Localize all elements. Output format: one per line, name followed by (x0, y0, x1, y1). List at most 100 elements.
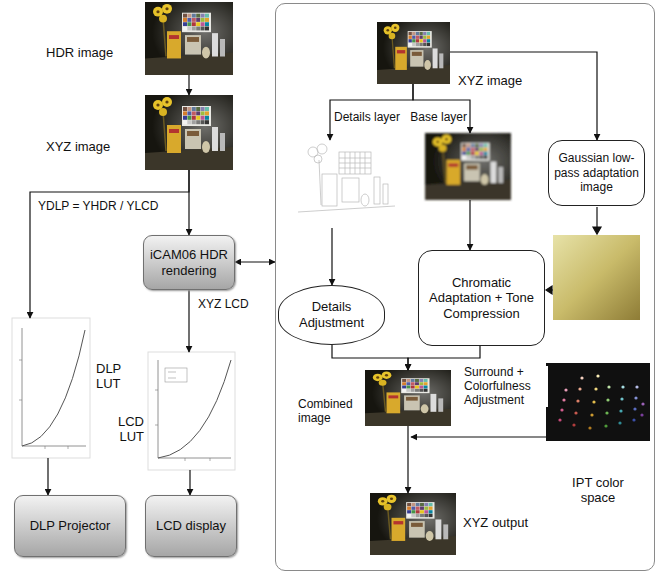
image-node: XYZ output (370, 493, 456, 555)
illustration-part (635, 385, 638, 388)
illustration-part (350, 152, 351, 174)
illustration-part (158, 360, 159, 458)
image-label: IPT color space (556, 476, 640, 506)
flow-arrow (411, 436, 546, 437)
illustration-part (155, 425, 158, 426)
illustration-part (145, 2, 233, 75)
box-label: Details Adjustment (283, 299, 380, 330)
layout-arrows (546, 207, 601, 294)
illustration-part (158, 458, 231, 459)
illustration-part (185, 458, 186, 461)
illustration-part (22, 328, 23, 446)
illustration-part (19, 400, 22, 401)
illustration-part (562, 398, 565, 401)
illustration-part (580, 376, 583, 379)
box-label: Chromatic Adaptation + Tone Compression (423, 275, 540, 322)
flow-arrow (413, 84, 470, 133)
image-node: Combined image (365, 370, 451, 426)
flow-arrow (188, 170, 189, 235)
illustration-part (596, 374, 599, 377)
box-label: iCAM06 HDR rendering (148, 247, 230, 278)
illustration-part (640, 413, 643, 416)
illustration-part (168, 372, 176, 373)
image-label: Base layer (404, 111, 467, 125)
photo-base-layer (425, 133, 511, 200)
illustration-part (298, 144, 395, 212)
illustration-part (632, 418, 635, 421)
illustration-part (168, 378, 176, 379)
flow-arrow (330, 84, 413, 140)
illustration-part (578, 387, 581, 390)
image-label: XYZ output (463, 516, 543, 531)
illustration-part (621, 385, 624, 388)
image-node: DLP LUT (12, 318, 90, 458)
flow-arrow (332, 345, 408, 370)
illustration-part (22, 446, 86, 447)
image-node: Base layer (425, 133, 511, 200)
illustration-part (374, 177, 380, 204)
illustration-part (590, 413, 593, 416)
illustration-part (342, 178, 359, 202)
process-box: DLP Projector (14, 495, 126, 557)
illustration-part (12, 318, 90, 458)
illustration-part (148, 352, 235, 470)
illustration-part (633, 407, 636, 410)
edge-label: XYZ LCD (196, 298, 262, 312)
details-layer-sketch (298, 140, 395, 228)
image-node: XYZ image (377, 22, 450, 84)
illustration-part (560, 408, 563, 411)
illustration-part (45, 446, 46, 449)
illustration-part (68, 446, 69, 449)
illustration-part (576, 399, 579, 402)
process-box: Details Adjustment (278, 285, 385, 345)
illustration-part (383, 184, 388, 204)
flow-arrow (450, 52, 597, 140)
image-node: Details layer (298, 140, 395, 228)
illustration-part (298, 206, 395, 212)
illustration-part (361, 194, 369, 206)
illustration-part (620, 397, 623, 400)
illustration-part (592, 400, 595, 403)
flow-arrow (47, 458, 48, 495)
illustration-part (546, 286, 552, 294)
photo-combined (365, 370, 451, 426)
illustration-part (365, 152, 366, 174)
image-label: LCD LUT (100, 415, 144, 445)
edge-label: YDLP = YHDR / YLCD (36, 200, 170, 214)
process-box: Gaussian low-pass adaptation image (548, 140, 645, 206)
illustration-part (558, 418, 561, 421)
illustration-part (19, 360, 22, 361)
illustration-part (546, 363, 650, 441)
illustration-part (210, 458, 211, 461)
illustration-part (607, 385, 610, 388)
illustration-part (604, 424, 607, 427)
illustration-part (339, 152, 371, 174)
image-node: LCD LUT (148, 352, 235, 470)
illustration-part (158, 360, 231, 458)
illustration-part (618, 421, 621, 424)
illustration-part (317, 144, 327, 154)
photo-xyz (145, 95, 233, 170)
box-label: LCD display (156, 518, 226, 534)
adaptation-image (553, 235, 640, 320)
illustration-part (345, 152, 346, 174)
illustration-part (594, 387, 597, 390)
illustration-part (322, 174, 337, 206)
image-label: Combined image (298, 398, 362, 426)
flow-arrow (469, 200, 470, 250)
image-label: Details layer (334, 111, 410, 125)
process-box: iCAM06 HDR rendering (143, 235, 235, 290)
illustration-part (165, 368, 187, 382)
illustration-part (634, 396, 637, 399)
flow-arrow (189, 470, 190, 495)
illustration-part (314, 155, 322, 163)
photo-xyz-panel (377, 22, 450, 84)
image-label: HDR image (46, 46, 141, 61)
illustration-part (553, 235, 640, 320)
flow-arrow (235, 261, 275, 262)
box-label: Gaussian low-pass adaptation image (553, 151, 640, 194)
illustration-part (572, 423, 575, 426)
edge-label: Surround + Colorfulness Adjustment (462, 366, 548, 407)
illustration-part (319, 160, 321, 205)
illustration-part (596, 207, 597, 228)
